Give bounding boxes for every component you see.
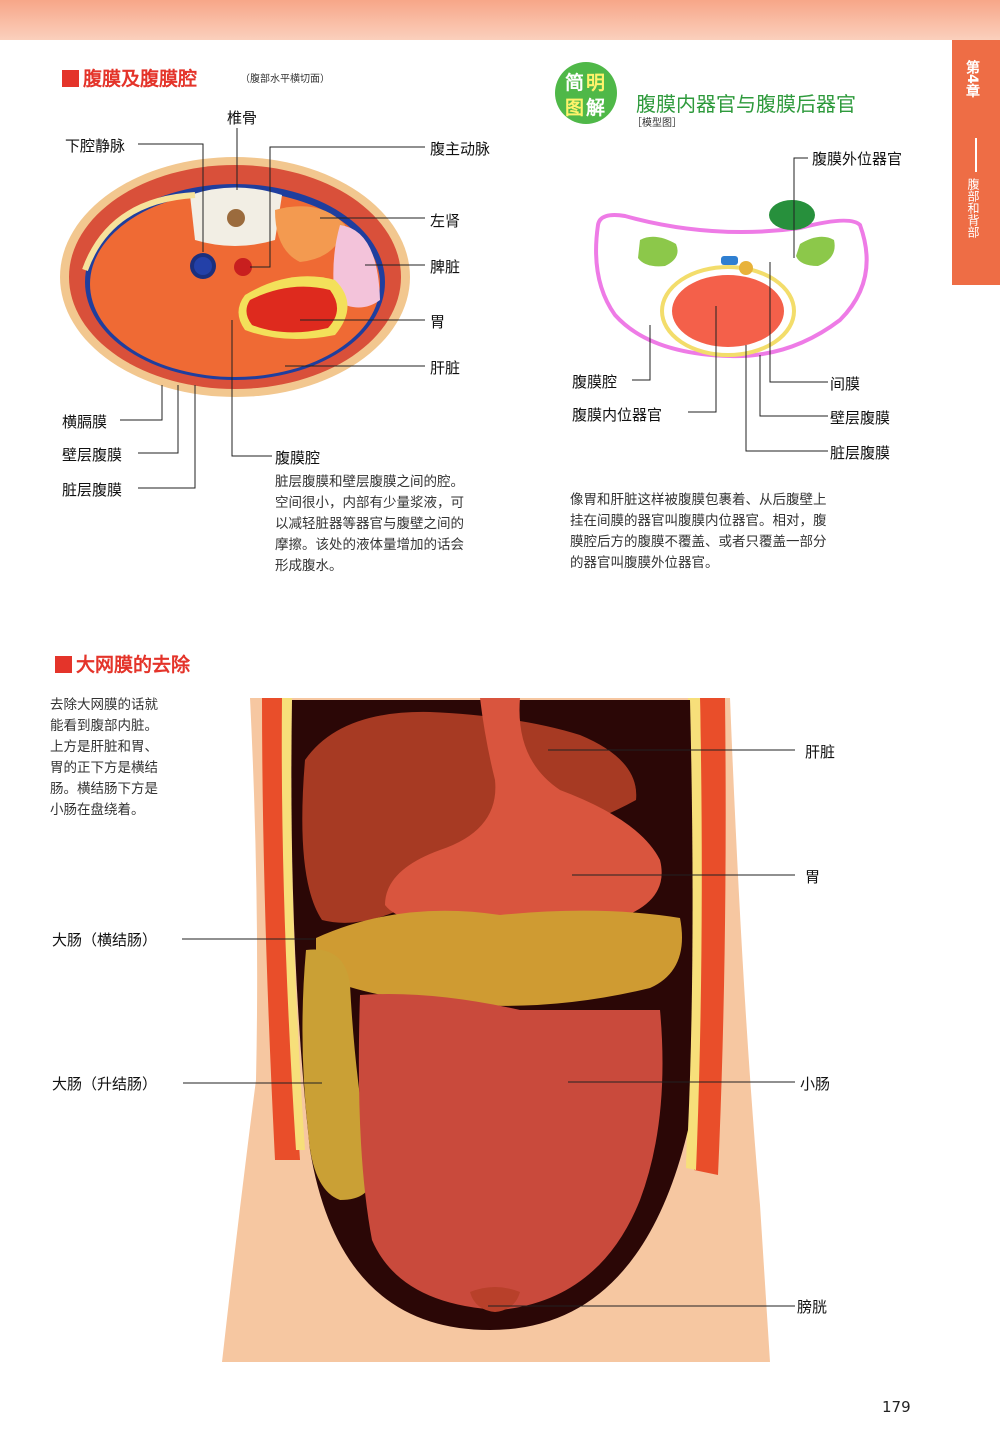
intro-line: 上方是肝脏和胃、 [50,739,158,755]
chapter-number: 第4章 [964,60,980,98]
title-marker [55,656,72,673]
label-stomach: 胃 [430,313,446,331]
intro-line: 肠。横结肠下方是 [50,781,158,797]
label-diaphragm: 横膈膜 [62,413,108,431]
label-vertebra: 椎骨 [227,109,258,127]
label-transverse-colon: 大肠（横结肠） [52,931,158,949]
section1-note: （腹部水平横切面） [240,74,330,85]
explanation-line: 膜腔后方的腹膜不覆盖、或者只覆盖一部分 [570,534,827,550]
badge-char: 明 [586,72,606,94]
label-intraperitoneal-organ: 腹膜内位器官 [572,406,663,424]
explanation-line: 的器官叫腹膜外位器官。 [570,555,719,571]
label-schematic-cavity: 腹膜腔 [572,373,618,391]
label-abdomen-liver: 肝脏 [805,743,836,761]
badge-char: 简 [565,72,585,94]
label-abdomen-stomach: 胃 [805,868,821,886]
label-liver: 肝脏 [430,359,461,377]
label-retroperitoneal-organ: 腹膜外位器官 [812,150,903,168]
cavity-text-line: 摩擦。该处的液体量增加的话会 [275,537,464,553]
label-left-kidney: 左肾 [430,212,461,230]
cavity-text-line: 形成腹水。 [275,558,343,574]
label-visceral-peritoneum: 脏层腹膜 [62,481,123,499]
title-marker [62,70,79,87]
cavity-text-line: 以减轻脏器等器官与腹壁之间的 [275,516,464,532]
section2-note: ［模型图］ [632,118,682,129]
section1-title: 腹膜及腹膜腔 [62,64,197,91]
chapter-name: 腹部和背部 [966,178,980,238]
cavity-text-line: 脏层腹膜和壁层腹膜之间的腔。 [275,474,464,490]
section1-title-text: 腹膜及腹膜腔 [83,68,198,90]
cavity-text-line: 空间很小，内部有少量浆液，可 [275,495,464,511]
schematic-diagram [594,200,869,359]
chapter-tab: 第4章 腹部和背部 [952,40,1000,285]
cross-section-illustration [60,157,410,397]
simple-diagram-badge: 简 明 图 解 [555,62,617,124]
top-banner [0,0,1000,40]
section2-title: 腹膜内器官与腹膜后器官 [636,92,856,116]
badge-char: 图 [565,97,585,119]
organ-explanation: 像胃和肝脏这样被腹膜包裹着、从后腹壁上 挂在间膜的器官叫腹膜内位器官。相对，腹 … [570,490,900,574]
intro-line: 能看到腹部内脏。 [50,718,158,734]
label-mesentery: 间膜 [830,375,861,393]
explanation-line: 像胃和肝脏这样被腹膜包裹着、从后腹壁上 [570,492,827,508]
label-spleen: 脾脏 [430,258,461,276]
intro-line: 胃的正下方是横结 [50,760,158,776]
chapter-divider [975,138,977,172]
label-parietal-peritoneum: 壁层腹膜 [62,446,123,464]
intro-line: 小肠在盘绕着。 [50,802,145,818]
label-ascending-colon: 大肠（升结肠） [52,1075,158,1093]
omentum-intro: 去除大网膜的话就 能看到腹部内脏。 上方是肝脏和胃、 胃的正下方是横结 肠。横结… [50,695,210,821]
explanation-line: 挂在间膜的器官叫腹膜内位器官。相对，腹 [570,513,827,529]
section3-title-text: 大网膜的去除 [76,654,191,676]
label-bladder: 膀胱 [797,1298,828,1316]
label-schematic-visceral: 脏层腹膜 [830,444,891,462]
label-ivc: 下腔静脉 [65,137,126,155]
section3-title: 大网膜的去除 [55,650,190,677]
intro-line: 去除大网膜的话就 [50,697,158,713]
label-small-intestine: 小肠 [800,1075,831,1093]
abdominal-organs-illustration [222,698,770,1362]
label-peritoneal-cavity: 腹膜腔 [275,449,321,467]
badge-char: 解 [586,97,606,119]
label-aorta: 腹主动脉 [430,140,491,158]
cavity-description: 脏层腹膜和壁层腹膜之间的腔。 空间很小，内部有少量浆液，可 以减轻脏器等器官与腹… [275,472,525,577]
label-schematic-parietal: 壁层腹膜 [830,409,891,427]
page-number: 179 [882,1398,911,1416]
